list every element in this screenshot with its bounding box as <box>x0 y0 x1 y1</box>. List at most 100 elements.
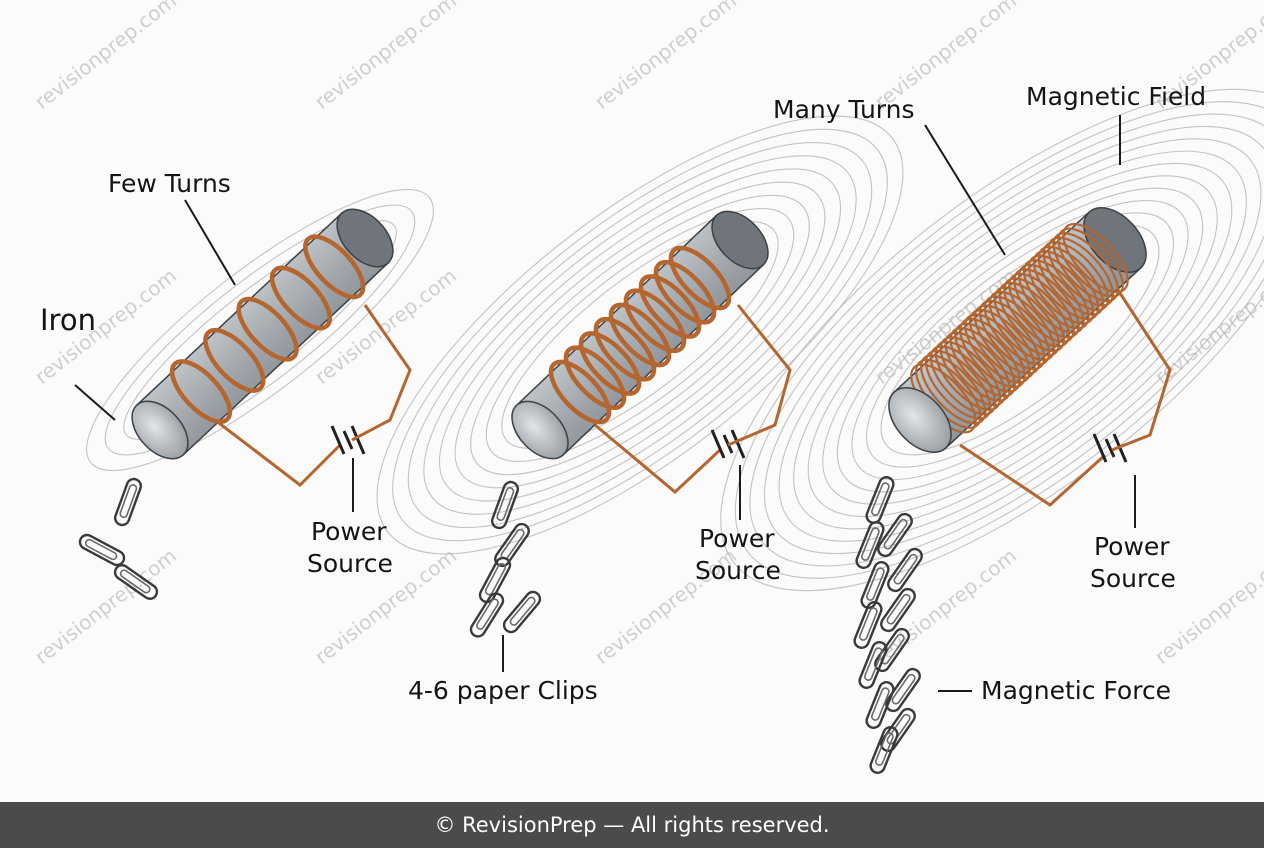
field-line <box>865 212 1175 468</box>
coil-turn <box>944 331 1011 402</box>
coil-turn <box>169 359 233 424</box>
label-power-source-2-line1: Power <box>699 524 775 553</box>
coil-turn <box>303 234 366 300</box>
paper-clip <box>885 667 921 713</box>
electromagnet <box>131 208 394 487</box>
paper-clip <box>877 512 913 558</box>
label-magnetic-field: Magnetic Field <box>1026 82 1207 111</box>
paper-clip-inner <box>886 713 911 745</box>
coil-turn <box>653 260 717 325</box>
field-line <box>438 168 842 502</box>
coil-turn <box>1032 250 1100 321</box>
label-power-source-2-line2: Source <box>695 556 781 585</box>
paper-clip-inner <box>84 538 118 561</box>
paper-clip-inner <box>484 562 507 596</box>
coil-turn <box>934 340 1002 411</box>
coil-turn <box>578 331 642 396</box>
paper-clip-inner <box>875 732 894 766</box>
paper-clip <box>860 561 890 609</box>
coil-turn <box>1052 232 1119 302</box>
label-leader-lines <box>74 115 1136 692</box>
coil-turn <box>1047 236 1114 307</box>
coil-turn <box>998 281 1065 352</box>
coil-turn <box>1008 272 1075 343</box>
paper-clip <box>853 601 883 649</box>
leader-few-turns <box>184 199 236 286</box>
coil-turn <box>1018 263 1085 334</box>
paper-clip <box>494 522 530 568</box>
battery-plate <box>350 425 366 455</box>
field-line <box>749 113 1264 567</box>
paper-clip <box>78 533 126 567</box>
coil-turn <box>929 345 997 416</box>
paper-clip <box>502 590 542 634</box>
label-power-source-1-line1: Power <box>311 517 387 546</box>
iron-core-front-cap <box>888 387 952 453</box>
field-line <box>104 204 416 456</box>
iron-core-back-cap <box>711 210 769 270</box>
field-line <box>392 128 888 542</box>
label-paper-clips: 4-6 paper Clips <box>408 676 598 705</box>
coil-turn <box>993 286 1060 357</box>
coil-turn <box>638 274 702 339</box>
magnetic-field-lines <box>86 88 1264 592</box>
coil-turn <box>954 322 1021 393</box>
coil-turn <box>623 288 687 353</box>
field-line <box>86 188 434 472</box>
leader-many-turns <box>924 124 1006 256</box>
paper-clip <box>858 641 888 689</box>
field-line <box>807 162 1233 518</box>
paper-clip-inner <box>883 518 908 550</box>
paper-clip-inner <box>859 607 878 641</box>
copyright-footer: © RevisionPrep — All rights reserved. <box>0 802 1264 848</box>
paper-clip <box>490 480 520 530</box>
paper-clip-inner <box>476 598 499 630</box>
coil-turn <box>988 291 1056 361</box>
coil-turn <box>563 345 627 410</box>
label-iron: Iron <box>40 303 96 337</box>
coil-turn <box>1023 259 1090 330</box>
label-few-turns: Few Turns <box>108 169 231 198</box>
coil-turn <box>1013 268 1080 339</box>
paper-clip <box>865 476 895 524</box>
paper-clip-inner <box>891 673 916 705</box>
coil-turn <box>959 318 1026 389</box>
paper-clip <box>478 556 512 604</box>
battery-plate <box>342 430 354 450</box>
coil-turn <box>983 295 1051 366</box>
paper-clip-inner <box>871 482 890 516</box>
coil-turn <box>668 245 732 311</box>
coil-turn <box>1037 245 1105 316</box>
field-line <box>836 187 1204 493</box>
field-line <box>485 208 795 462</box>
paper-clip <box>113 564 159 600</box>
paper-clip <box>880 587 916 633</box>
coil-turn <box>1003 277 1070 348</box>
electromagnets <box>131 207 1172 507</box>
coil-turn <box>203 328 266 393</box>
iron-core-back-cap <box>336 208 394 268</box>
field-line <box>407 142 873 528</box>
field-line <box>880 224 1160 456</box>
footer-text: © RevisionPrep — All rights reserved. <box>434 813 830 837</box>
circuit-wire <box>1111 289 1172 452</box>
iron-core-front-cap <box>511 400 569 460</box>
paper-clips <box>78 476 923 774</box>
coil-turn <box>939 336 1007 407</box>
label-power-source-1-line2: Source <box>307 549 393 578</box>
field-line <box>778 138 1262 542</box>
paper-clip-inner <box>886 593 911 625</box>
field-line <box>734 101 1264 579</box>
paper-clip-inner <box>119 484 138 519</box>
coil-turn <box>924 349 992 420</box>
paper-clip-inner <box>864 647 883 681</box>
field-line <box>470 194 810 476</box>
label-many-turns: Many Turns <box>773 95 915 124</box>
field-line <box>851 199 1189 481</box>
coil-turn <box>548 359 612 425</box>
paper-clip-inner <box>496 487 515 522</box>
label-power-source-3-line2: Source <box>1090 564 1176 593</box>
paper-clip <box>469 592 505 638</box>
circuit-wire <box>959 443 1107 507</box>
paper-clip-inner <box>893 553 918 585</box>
